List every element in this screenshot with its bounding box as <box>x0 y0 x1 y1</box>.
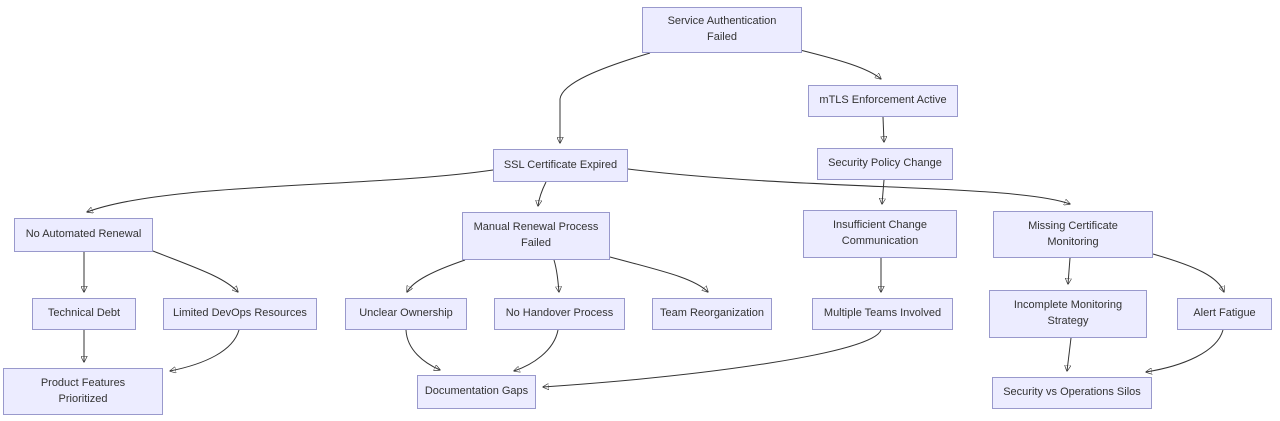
node-product-features-prioritized: Product Features Prioritized <box>3 368 163 415</box>
edge-security-policy-to-insufficient <box>882 179 884 204</box>
edge-no-auto-to-limited-devops <box>152 250 238 292</box>
edge-incomplete-to-silos <box>1067 337 1072 371</box>
node-technical-debt: Technical Debt <box>32 298 136 330</box>
node-missing-certificate-monitoring: Missing Certificate Monitoring <box>993 211 1153 258</box>
edge-missing-monitor-to-alert-fatigue <box>1152 253 1224 292</box>
node-no-handover-process: No Handover Process <box>494 298 625 330</box>
node-incomplete-monitoring-strategy: Incomplete Monitoring Strategy <box>989 290 1147 338</box>
node-security-policy-change: Security Policy Change <box>817 148 953 180</box>
node-no-automated-renewal: No Automated Renewal <box>14 218 153 252</box>
edge-mtls-to-security-policy <box>883 116 884 142</box>
node-insufficient-change-communication: Insufficient Change Communication <box>803 210 957 258</box>
edge-service-auth-to-mtls <box>799 49 881 79</box>
edge-manual-renewal-to-no-handover <box>553 259 559 292</box>
node-multiple-teams-involved: Multiple Teams Involved <box>812 298 953 330</box>
node-team-reorganization: Team Reorganization <box>652 298 772 330</box>
node-limited-devops-resources: Limited DevOps Resources <box>163 298 317 330</box>
edge-manual-renewal-to-team-reorg <box>609 256 708 292</box>
node-documentation-gaps: Documentation Gaps <box>417 375 536 409</box>
node-ssl-certificate-expired: SSL Certificate Expired <box>493 149 628 182</box>
edge-missing-monitor-to-incomplete <box>1068 257 1070 284</box>
edge-unclear-own-to-doc-gaps <box>405 329 440 370</box>
edge-manual-renewal-to-unclear-own <box>407 259 466 292</box>
node-security-vs-operations-silos: Security vs Operations Silos <box>992 377 1152 409</box>
edge-ssl-expired-to-missing-monitoring <box>627 168 1070 204</box>
node-manual-renewal-process-failed: Manual Renewal Process Failed <box>462 212 610 260</box>
node-alert-fatigue: Alert Fatigue <box>1177 298 1272 330</box>
edge-no-handover-to-doc-gaps <box>514 329 559 371</box>
node-service-authentication-failed: Service Authentication Failed <box>642 7 802 53</box>
edge-limited-devops-to-product-features <box>170 329 240 371</box>
node-unclear-ownership: Unclear Ownership <box>345 298 467 330</box>
edge-ssl-expired-to-manual-renewal <box>538 181 547 206</box>
edge-service-auth-to-ssl-expired <box>560 52 651 143</box>
node-mtls-enforcement-active: mTLS Enforcement Active <box>808 85 958 117</box>
edge-alert-fatigue-to-silos <box>1146 329 1224 372</box>
edge-multiple-teams-to-doc-gaps <box>543 329 882 387</box>
edge-ssl-expired-to-no-auto-renewal <box>87 169 494 212</box>
